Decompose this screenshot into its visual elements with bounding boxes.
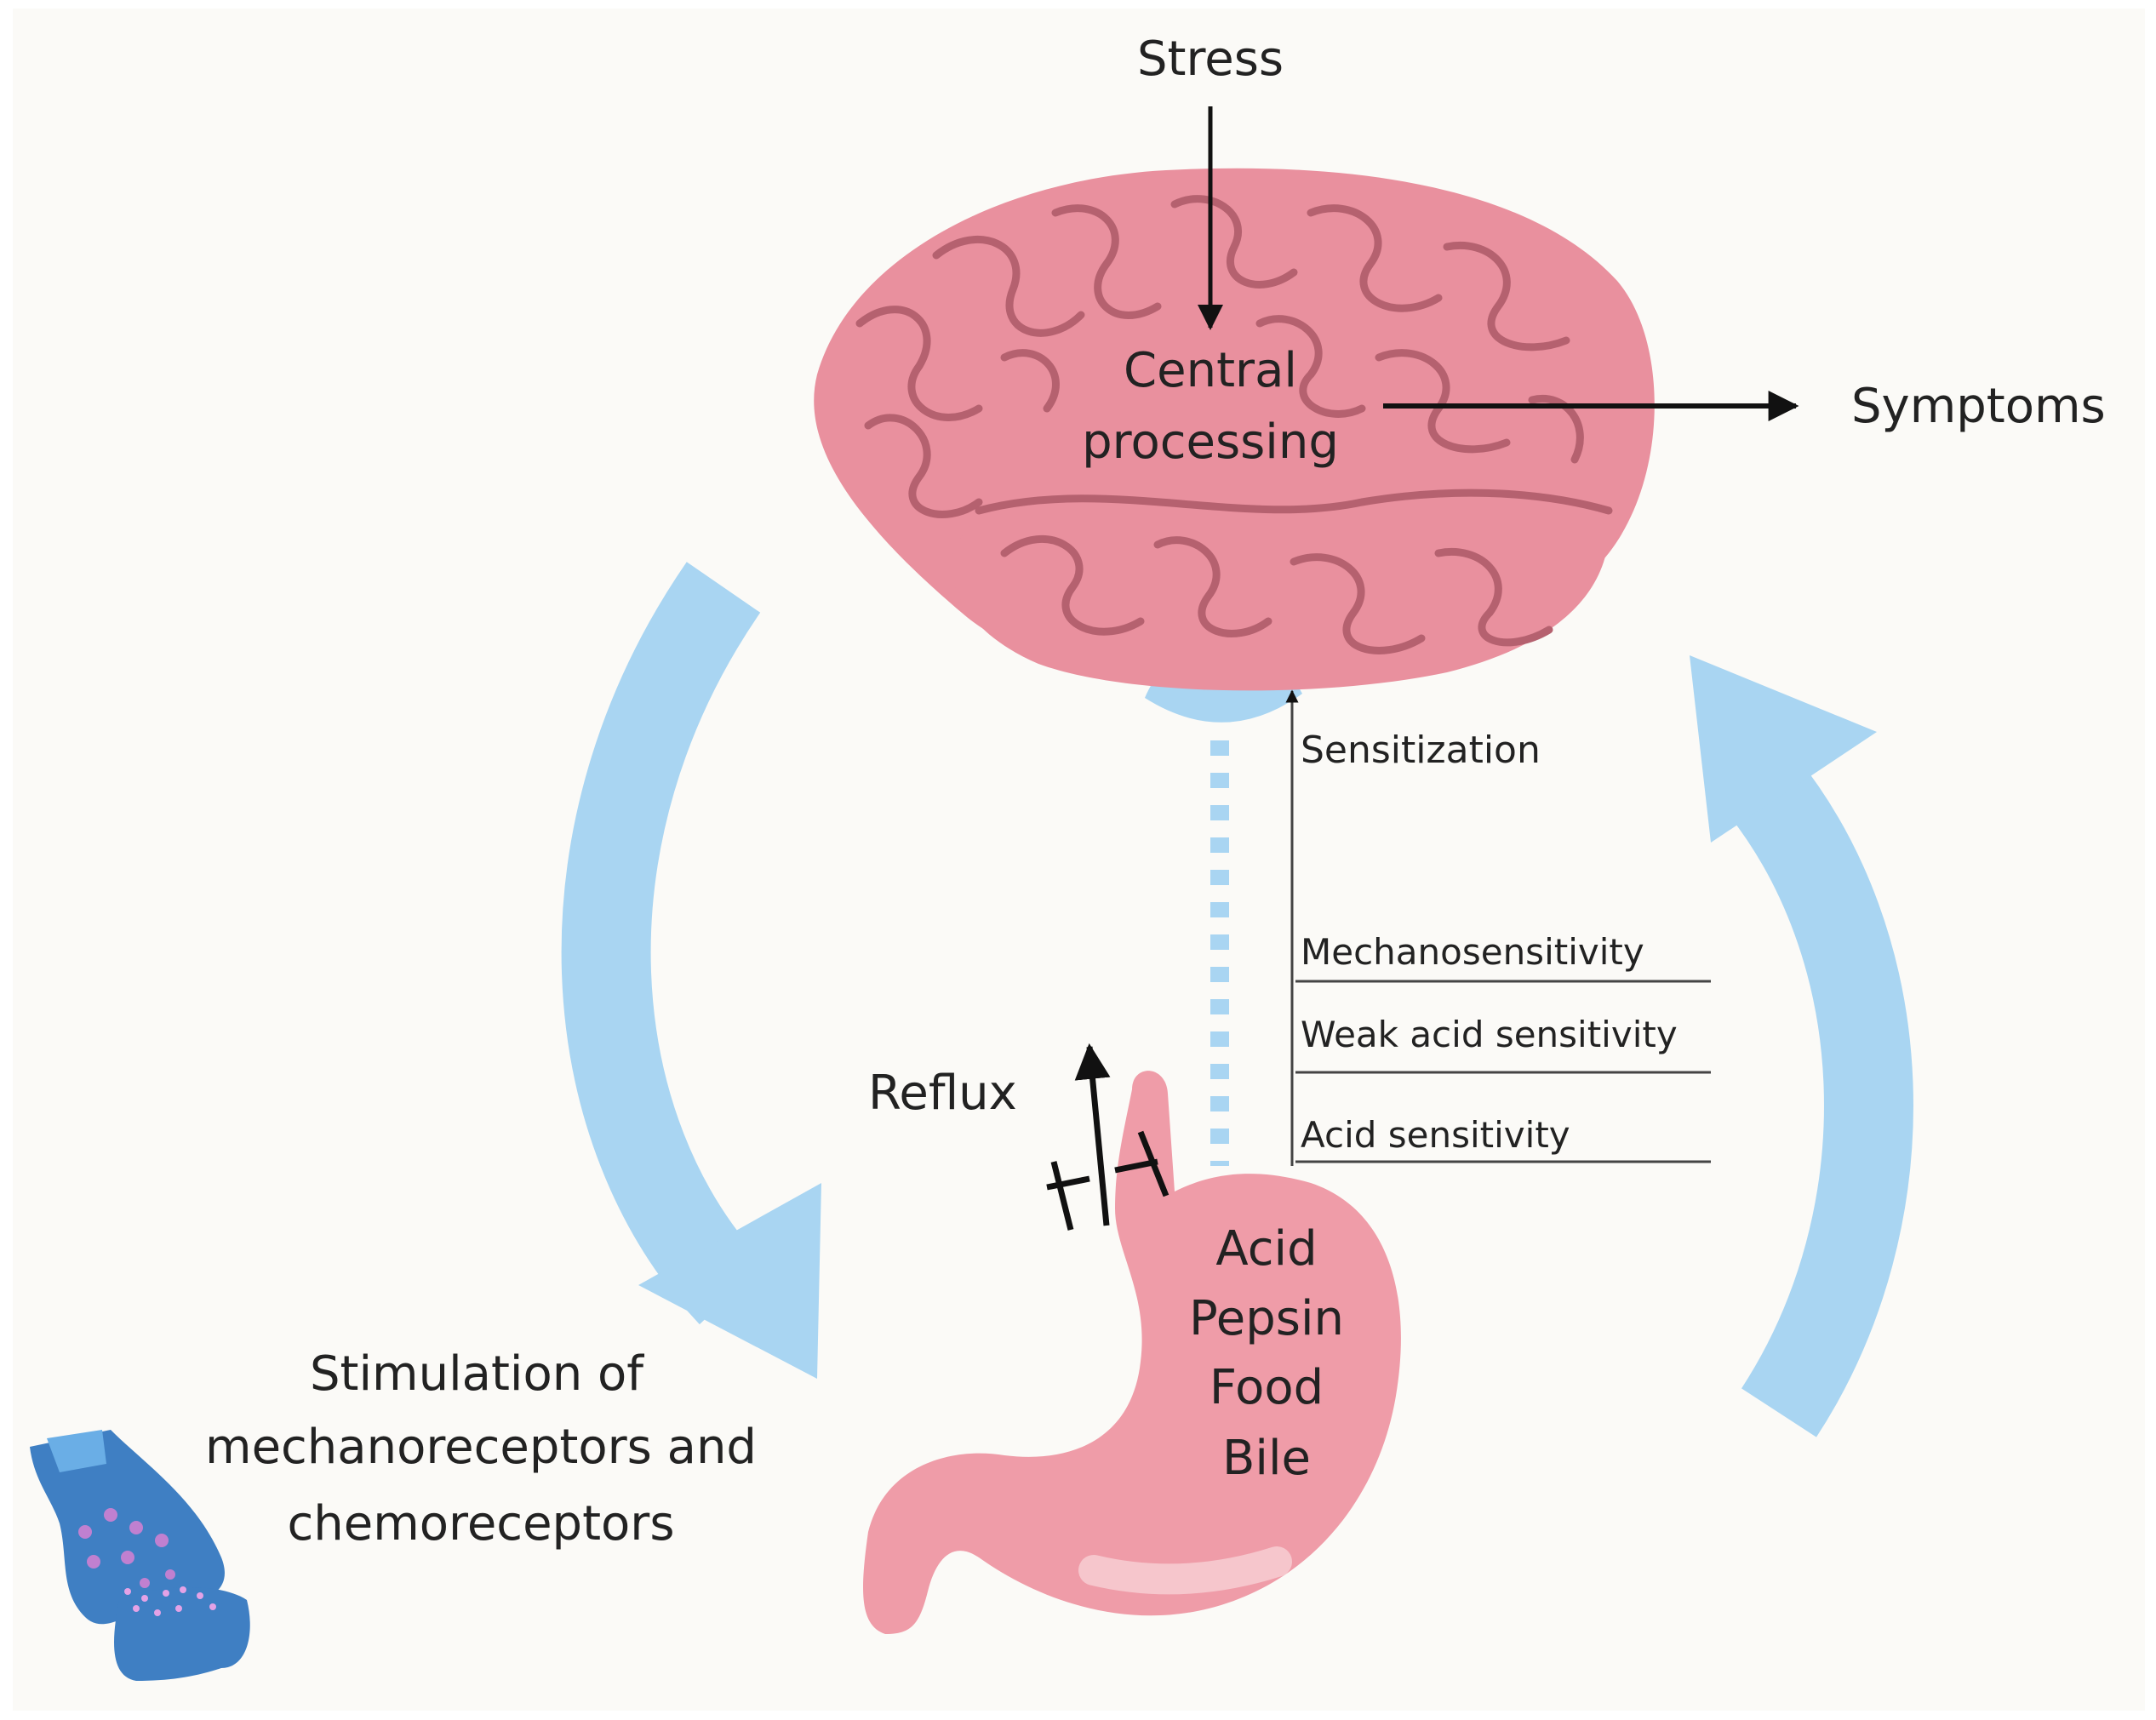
weak-acid-sensitivity-label: Weak acid sensitivity bbox=[1301, 1014, 1678, 1055]
stomach-content-pepsin: Pepsin bbox=[1189, 1291, 1344, 1346]
brain-illustration bbox=[814, 168, 1655, 723]
stimulation-line2: mechanoreceptors and bbox=[205, 1420, 757, 1475]
symptoms-label: Symptoms bbox=[1851, 379, 2106, 434]
stomach-illustration bbox=[863, 1071, 1401, 1634]
sensitization-label: Sensitization bbox=[1301, 729, 1541, 772]
acid-sensitivity-label: Acid sensitivity bbox=[1301, 1114, 1570, 1156]
stimulation-line3: chemoreceptors bbox=[287, 1496, 675, 1551]
stress-label: Stress bbox=[1136, 31, 1284, 87]
reflux-markers bbox=[1046, 1043, 1170, 1231]
stimulation-line1: Stimulation of bbox=[309, 1346, 644, 1402]
stomach-content-bile: Bile bbox=[1222, 1431, 1311, 1486]
right-cycle-arrow bbox=[1690, 655, 1913, 1437]
central-processing-line2: processing bbox=[1082, 414, 1339, 470]
mechanosensitivity-label: Mechanosensitivity bbox=[1301, 931, 1644, 973]
central-processing-line1: Central bbox=[1124, 343, 1297, 398]
synapse-icon bbox=[30, 1430, 250, 1681]
reflux-label: Reflux bbox=[868, 1066, 1017, 1121]
left-cycle-arrow bbox=[561, 562, 821, 1379]
stomach-content-food: Food bbox=[1209, 1360, 1324, 1415]
stomach-content-acid: Acid bbox=[1215, 1221, 1318, 1277]
